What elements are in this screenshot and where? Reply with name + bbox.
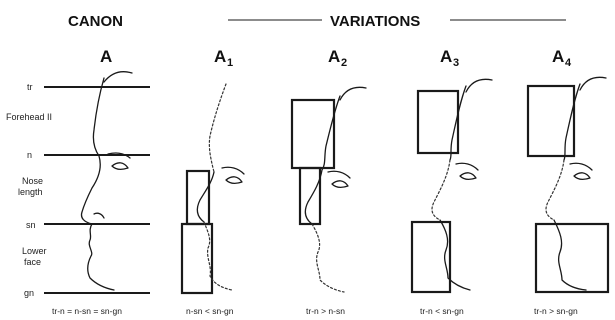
formula-a2: tr-n > n-sn [306,306,345,316]
label-n: n [27,150,32,160]
label-forehead: Forehead II [6,112,52,122]
panel-subscript: 1 [227,57,233,69]
panel-subscript: 2 [341,57,347,69]
panel-letter: A [100,47,112,66]
eye [574,173,590,180]
panel-title-a1: A 1 [214,47,233,69]
face-profile-dotted [312,224,344,292]
hair-strand [340,87,366,100]
label-lower-line2: face [24,257,41,267]
canon-header: CANON [68,13,123,30]
box-forehead [528,86,574,156]
panel-subscript: 4 [565,57,572,69]
label-nose-line1: Nose [22,176,43,186]
panel-title-a: A [100,47,112,66]
face-profile [564,84,580,160]
hair-strand [104,72,132,82]
panel-title-a2: A 2 [328,47,347,69]
box-lower-face [536,224,608,292]
face-profile-dotted [209,84,226,172]
label-gn: gn [24,288,34,298]
face-profile-dotted [204,222,232,290]
label-nose-line2: length [18,187,43,197]
label-tr: tr [27,82,33,92]
label-lower-line1: Lower [22,246,47,256]
panel-letter: A [214,47,226,66]
face-profile [440,220,470,290]
formula-a: tr-n = n-sn = sn-gn [52,306,122,316]
label-sn: sn [26,220,36,230]
eye [332,181,348,188]
nostril [94,213,104,218]
eye-brow [456,163,478,170]
panel-title-a4: A 4 [552,47,572,69]
face-profile-dotted [432,160,450,220]
hair-strand [466,79,492,92]
hair-strand [580,77,606,90]
face-profile [197,172,214,222]
panel-letter: A [328,47,340,66]
box-lower-face [182,224,212,293]
box-nose-length [187,171,209,224]
panel-a3 [412,79,492,292]
panel-subscript: 3 [453,57,459,69]
panel-a2 [292,87,366,292]
eye-brow [570,163,592,170]
panel-letter: A [552,47,564,66]
eye-brow [328,171,350,178]
eye [460,173,476,180]
panel-a4 [528,77,608,292]
eye-brow [222,167,244,174]
eye [226,177,242,184]
face-profile [81,78,114,290]
formula-a3: tr-n < sn-gn [420,306,464,316]
formula-a1: n-sn < sn-gn [186,306,234,316]
panel-letter: A [440,47,452,66]
box-forehead [292,100,334,168]
panel-title-a3: A 3 [440,47,459,69]
face-profile [554,220,586,290]
box-nose-length [300,168,320,224]
variations-header: VARIATIONS [330,13,420,30]
panel-a-canon [44,72,150,293]
face-profile-dotted [546,160,564,220]
panel-a1 [182,84,244,293]
formula-a4: tr-n > sn-gn [534,306,578,316]
eye [112,163,128,170]
